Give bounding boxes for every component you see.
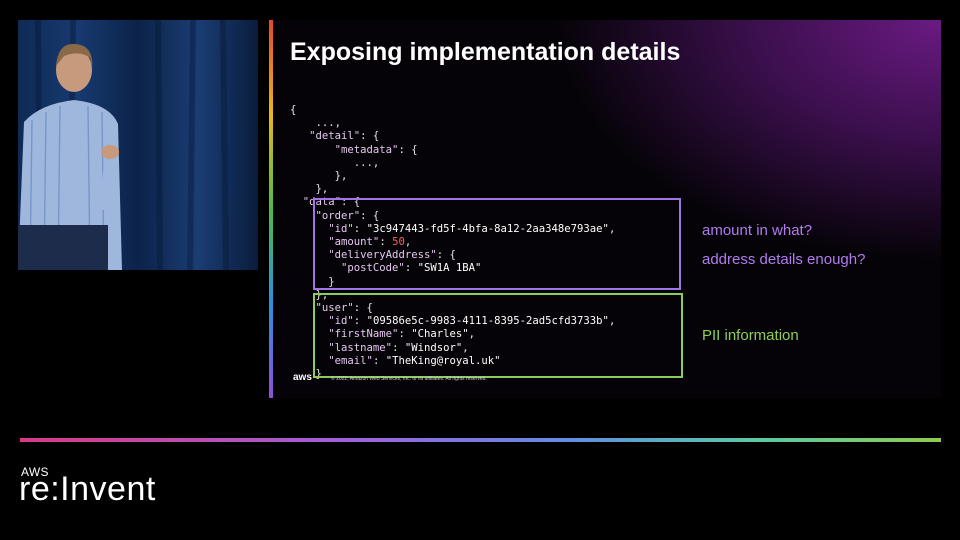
note-address: address details enough? [702,251,866,268]
copyright-text: © 2022, Amazon Web Services, Inc. or its… [331,376,487,382]
presentation-slide: Exposing implementation details { ..., "… [269,20,941,398]
json-code-block: { ..., "detail": { "metadata": { ..., },… [290,104,616,381]
brand-aws-text: AWS [21,465,49,479]
slide-accent-bar [269,20,273,398]
slide-title: Exposing implementation details [290,38,681,66]
speaker-video-image [18,20,258,270]
note-pii: PII information [702,327,799,344]
order-highlight-box [313,198,681,290]
brand-reinvent-logo: re:Invent [19,470,156,508]
note-amount: amount in what? [702,222,813,239]
aws-logo: aws [293,372,312,383]
speaker-video [18,20,258,270]
user-highlight-box [313,293,683,378]
brand-gradient-stripe [20,438,941,442]
